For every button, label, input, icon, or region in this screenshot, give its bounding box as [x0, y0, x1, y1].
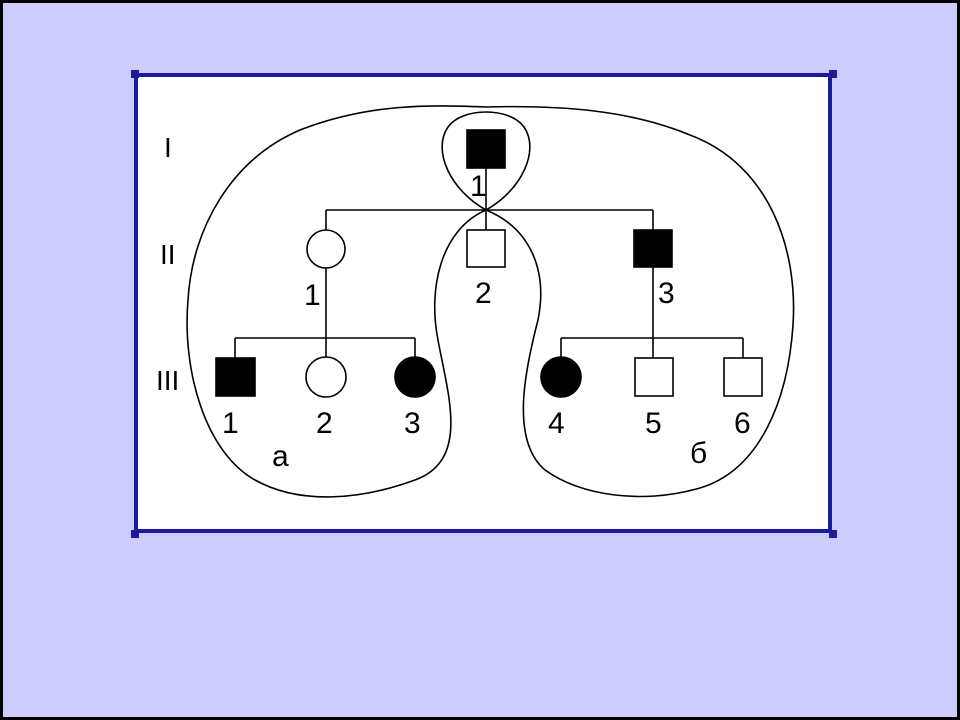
individual-number: 3 — [404, 407, 421, 440]
individual-number: 2 — [316, 407, 333, 440]
affected-male-symbol — [466, 129, 506, 169]
affected-female-symbol — [394, 356, 436, 398]
individual-number: 1 — [222, 407, 239, 440]
female-symbol — [305, 356, 347, 398]
male-symbol — [723, 357, 763, 397]
female-symbol — [306, 229, 346, 269]
individual-number: 5 — [645, 407, 662, 440]
individual-number: 6 — [734, 407, 751, 440]
affected-male-symbol — [215, 357, 256, 397]
frame-corner — [131, 530, 139, 538]
individual-number: 2 — [475, 277, 492, 310]
frame-corner — [829, 530, 837, 538]
individual-number: 1 — [304, 279, 321, 312]
affected-male-symbol — [633, 229, 673, 268]
proband-loop — [441, 111, 531, 211]
individual-number: 4 — [548, 407, 565, 440]
frame-corner — [131, 70, 139, 78]
male-symbol — [634, 357, 674, 397]
generation-label: III — [156, 365, 179, 396]
generation-label: I — [164, 132, 172, 163]
male-symbol — [466, 229, 506, 268]
individual-number: 3 — [658, 277, 675, 310]
group-boundary-outer — [186, 105, 795, 498]
generation-label: II — [160, 239, 176, 270]
affected-female-symbol — [540, 356, 582, 398]
group-label: а — [272, 440, 289, 473]
frame-corner — [829, 70, 837, 78]
group-label: б — [690, 437, 707, 470]
individual-number: 1 — [470, 170, 487, 203]
